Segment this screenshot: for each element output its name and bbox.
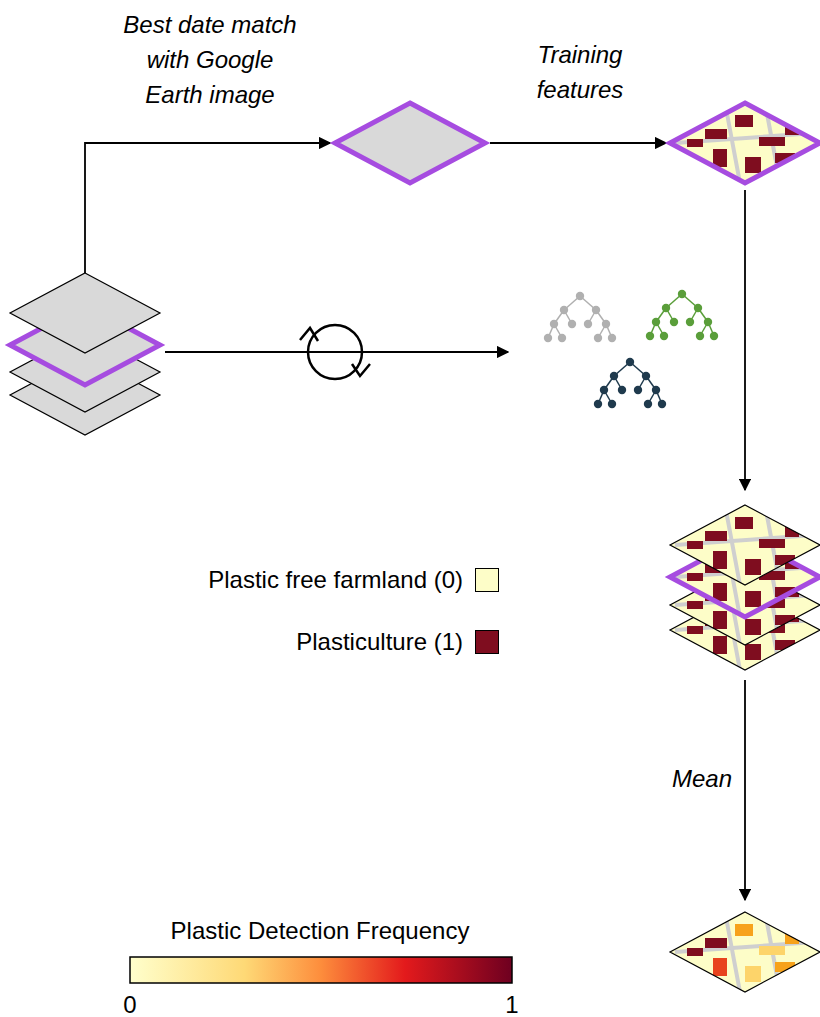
legend-label: Plasticulture (1) (130, 625, 463, 660)
tree-node (594, 400, 602, 408)
tree-node (560, 306, 568, 314)
diamond-fill (335, 103, 485, 183)
field-patch (745, 644, 761, 660)
edge-label: Mean (640, 762, 732, 797)
image-diamond (10, 273, 160, 353)
tree-node (710, 332, 718, 340)
flow-arrow (165, 351, 508, 353)
tree-node (704, 318, 712, 326)
diamond-fill (10, 273, 160, 353)
random-forest-trees (544, 290, 718, 408)
diamond-outline (10, 273, 160, 353)
flow-arrow (85, 143, 330, 273)
field-patch (687, 573, 703, 581)
edge-label: Best date match with Google Earth image (119, 8, 301, 112)
tree-node (646, 332, 654, 340)
diamond-fill (670, 505, 820, 585)
tree-node (608, 400, 616, 408)
tree-node (576, 292, 584, 300)
tree-node (544, 334, 552, 342)
colorbar-tick: 1 (497, 988, 527, 1017)
field-patch (687, 948, 703, 956)
decision-tree (544, 292, 616, 342)
tree-node (686, 318, 694, 326)
flow-arrow (490, 142, 666, 144)
tree-node (662, 304, 670, 312)
tree-node (696, 332, 704, 340)
tree-node (670, 318, 678, 326)
tree-node (678, 290, 686, 298)
tree-node (550, 320, 558, 328)
diamond-outline (670, 103, 820, 183)
tree-node (568, 320, 576, 328)
field-patch (745, 966, 761, 982)
field-patch (687, 139, 703, 147)
tree-node (652, 318, 660, 326)
decision-tree (646, 290, 718, 340)
colorbar-tick: 0 (115, 988, 145, 1017)
tree-node (594, 334, 602, 342)
image-diamond (670, 505, 820, 585)
colorbar (130, 957, 512, 983)
diamond-outline (670, 912, 820, 992)
image-diamond (670, 912, 820, 992)
field-patch (705, 938, 727, 948)
field-patch (759, 539, 785, 548)
image-layers (10, 103, 820, 992)
tree-node (610, 372, 618, 380)
legend-swatch (475, 630, 499, 654)
field-patch (745, 559, 761, 575)
tree-node (584, 320, 592, 328)
diamond-fill (670, 103, 820, 183)
tree-node (644, 400, 652, 408)
tree-node (608, 334, 616, 342)
field-patch (705, 531, 727, 541)
tree-node (658, 400, 666, 408)
field-patch (759, 946, 785, 955)
image-diamond (335, 103, 485, 183)
tree-node (600, 386, 608, 394)
flow-arrows (85, 143, 745, 900)
iteration-loop-icon (300, 325, 370, 379)
legend-label: Plastic free farmland (0) (130, 563, 463, 598)
tree-node (652, 386, 660, 394)
flow-arrow (744, 190, 746, 490)
field-patch (745, 157, 761, 173)
field-patch (713, 551, 727, 569)
tree-node (626, 358, 634, 366)
decision-tree (594, 358, 666, 408)
field-patch (713, 636, 727, 654)
field-patch (745, 591, 761, 607)
field-patch (687, 601, 703, 609)
tree-node (634, 386, 642, 394)
field-patch (713, 958, 727, 976)
image-diamond (670, 103, 820, 183)
field-patch (735, 517, 753, 529)
tree-node (618, 386, 626, 394)
field-patch (713, 611, 727, 629)
legend-swatch (475, 568, 499, 592)
colorbar-title: Plastic Detection Frequency (110, 914, 530, 949)
field-patch (735, 924, 753, 936)
tree-node (602, 320, 610, 328)
field-patch (687, 626, 703, 634)
field-patch (759, 137, 785, 146)
flow-arrow (744, 680, 746, 900)
tree-node (660, 332, 668, 340)
edge-label: Training features (515, 38, 645, 108)
field-patch (705, 129, 727, 139)
diamond-outline (670, 505, 820, 585)
tree-node (694, 304, 702, 312)
field-patch (745, 619, 761, 635)
tree-node (558, 334, 566, 342)
tree-node (592, 306, 600, 314)
field-patch (687, 541, 703, 549)
field-patch (735, 115, 753, 127)
diamond-fill (670, 912, 820, 992)
diamond-outline (335, 103, 485, 183)
tree-node (642, 372, 650, 380)
